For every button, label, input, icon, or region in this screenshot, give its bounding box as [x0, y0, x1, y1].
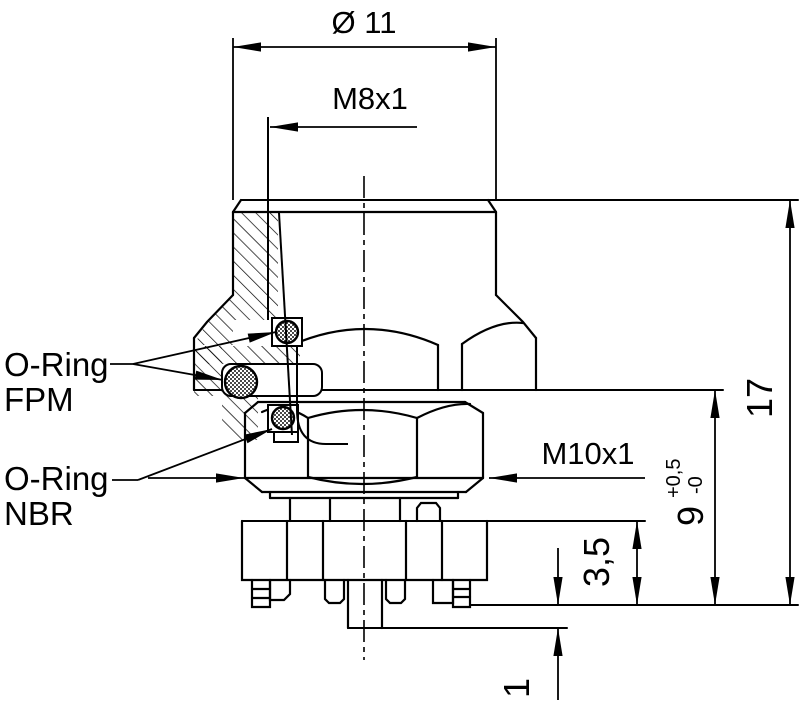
label-oring-nbr-2: NBR	[4, 495, 74, 532]
oring-nbr	[270, 405, 296, 431]
hatch-below-block	[222, 396, 258, 440]
hatch-left-column	[194, 346, 222, 396]
label-dia11: Ø 11	[332, 5, 397, 40]
cone-right	[494, 293, 538, 340]
hatch-cone-left	[194, 295, 233, 345]
label-m10x1: M10x1	[541, 436, 634, 471]
washer-chamfer-left	[243, 476, 264, 494]
section-hatching	[194, 213, 300, 440]
label-1: 1	[496, 678, 537, 698]
label-9-tolerance: 9 +0,5 -0	[663, 459, 711, 526]
cap-chamfer-left	[231, 198, 243, 214]
locating-tab	[415, 501, 442, 523]
nut-facet-arc-center	[306, 408, 419, 420]
pin-right-block	[431, 578, 455, 605]
pin-left-ribbed	[250, 578, 272, 609]
label-17: 17	[739, 378, 780, 418]
oring-fpm-main	[223, 364, 259, 400]
pin-left-block	[268, 578, 292, 602]
flange-body	[240, 519, 489, 582]
callout-labels: O-Ring FPM O-Ring NBR	[4, 346, 109, 532]
nut-facet-arc-right	[415, 402, 472, 420]
label-m8x1: M8x1	[332, 81, 408, 116]
cap-chamfer-right	[486, 198, 498, 214]
pin-mid-left	[323, 578, 346, 605]
orings	[223, 319, 300, 431]
label-oring-fpm-2: FPM	[4, 381, 74, 418]
fpm-leader-upper	[132, 331, 277, 365]
groove-lower-step	[273, 431, 299, 443]
label-9-tol-minus: -0	[685, 476, 707, 494]
pin-mid-right	[384, 578, 407, 605]
sleeve-tip-curve	[296, 346, 348, 445]
washer-chamfer-right	[464, 476, 485, 494]
hatch-wall-upper	[233, 213, 278, 320]
pin-center	[346, 578, 384, 630]
thread-taper-line	[278, 212, 293, 436]
pin-right-ribbed	[451, 578, 472, 609]
label-oring-fpm-1: O-Ring	[4, 346, 109, 383]
label-9-value: 9	[670, 506, 711, 526]
dimension-lines	[110, 38, 795, 700]
label-9-tol-plus: +0,5	[663, 459, 685, 498]
nut-facet-arc-bottom	[306, 475, 419, 486]
fpm-leader-lower	[132, 363, 224, 381]
dimension-labels: Ø 11 M8x1 M10x1 17 9 +0,5 -0 3,5 1	[332, 5, 780, 698]
nbr-leader	[137, 428, 273, 481]
label-oring-nbr-1: O-Ring	[4, 460, 109, 497]
hex-facet-arc-center	[290, 327, 440, 347]
hex-facet-arc-right	[460, 321, 525, 346]
label-35: 3,5	[576, 537, 617, 587]
